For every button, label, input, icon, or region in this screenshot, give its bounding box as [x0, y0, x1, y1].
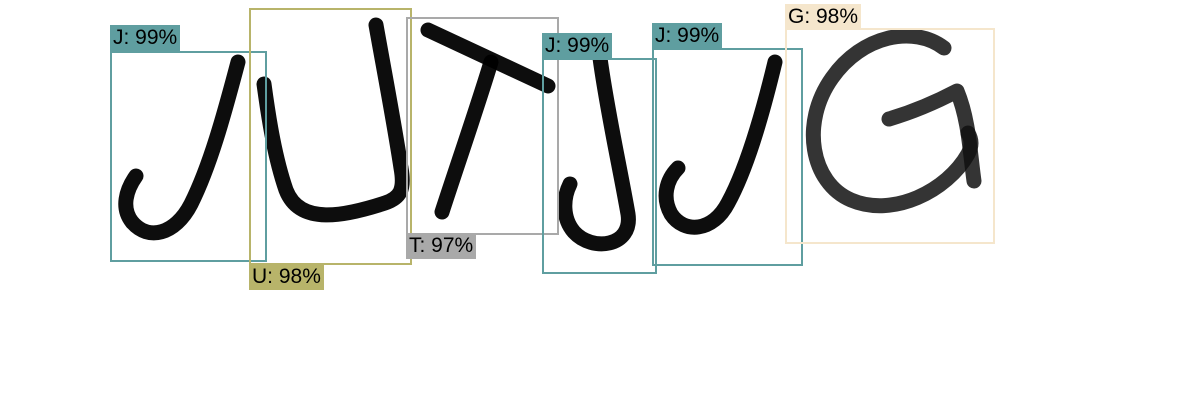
detection-label-j-1: J: 99%	[110, 25, 181, 51]
detection-label-t: T: 97%	[406, 233, 477, 259]
handwritten-t-stem	[434, 54, 499, 220]
detection-box-u	[249, 8, 412, 265]
handwritten-j-2	[557, 50, 636, 252]
detection-box-j-1	[110, 51, 267, 262]
handwritten-j-1	[118, 54, 246, 241]
detection-box-g	[785, 28, 995, 244]
detection-box-j-3	[652, 48, 803, 266]
detection-label-j-2: J: 99%	[542, 33, 613, 59]
handwritten-u	[256, 17, 410, 223]
detection-box-t	[406, 17, 559, 235]
handwritten-g-inner-bar	[881, 83, 982, 189]
handwritten-j-3	[658, 54, 783, 235]
detection-label-j-3: J: 99%	[652, 23, 723, 49]
detection-label-g: G: 98%	[785, 4, 862, 30]
detection-label-u: U: 98%	[249, 264, 324, 290]
detection-box-j-2	[542, 58, 657, 274]
